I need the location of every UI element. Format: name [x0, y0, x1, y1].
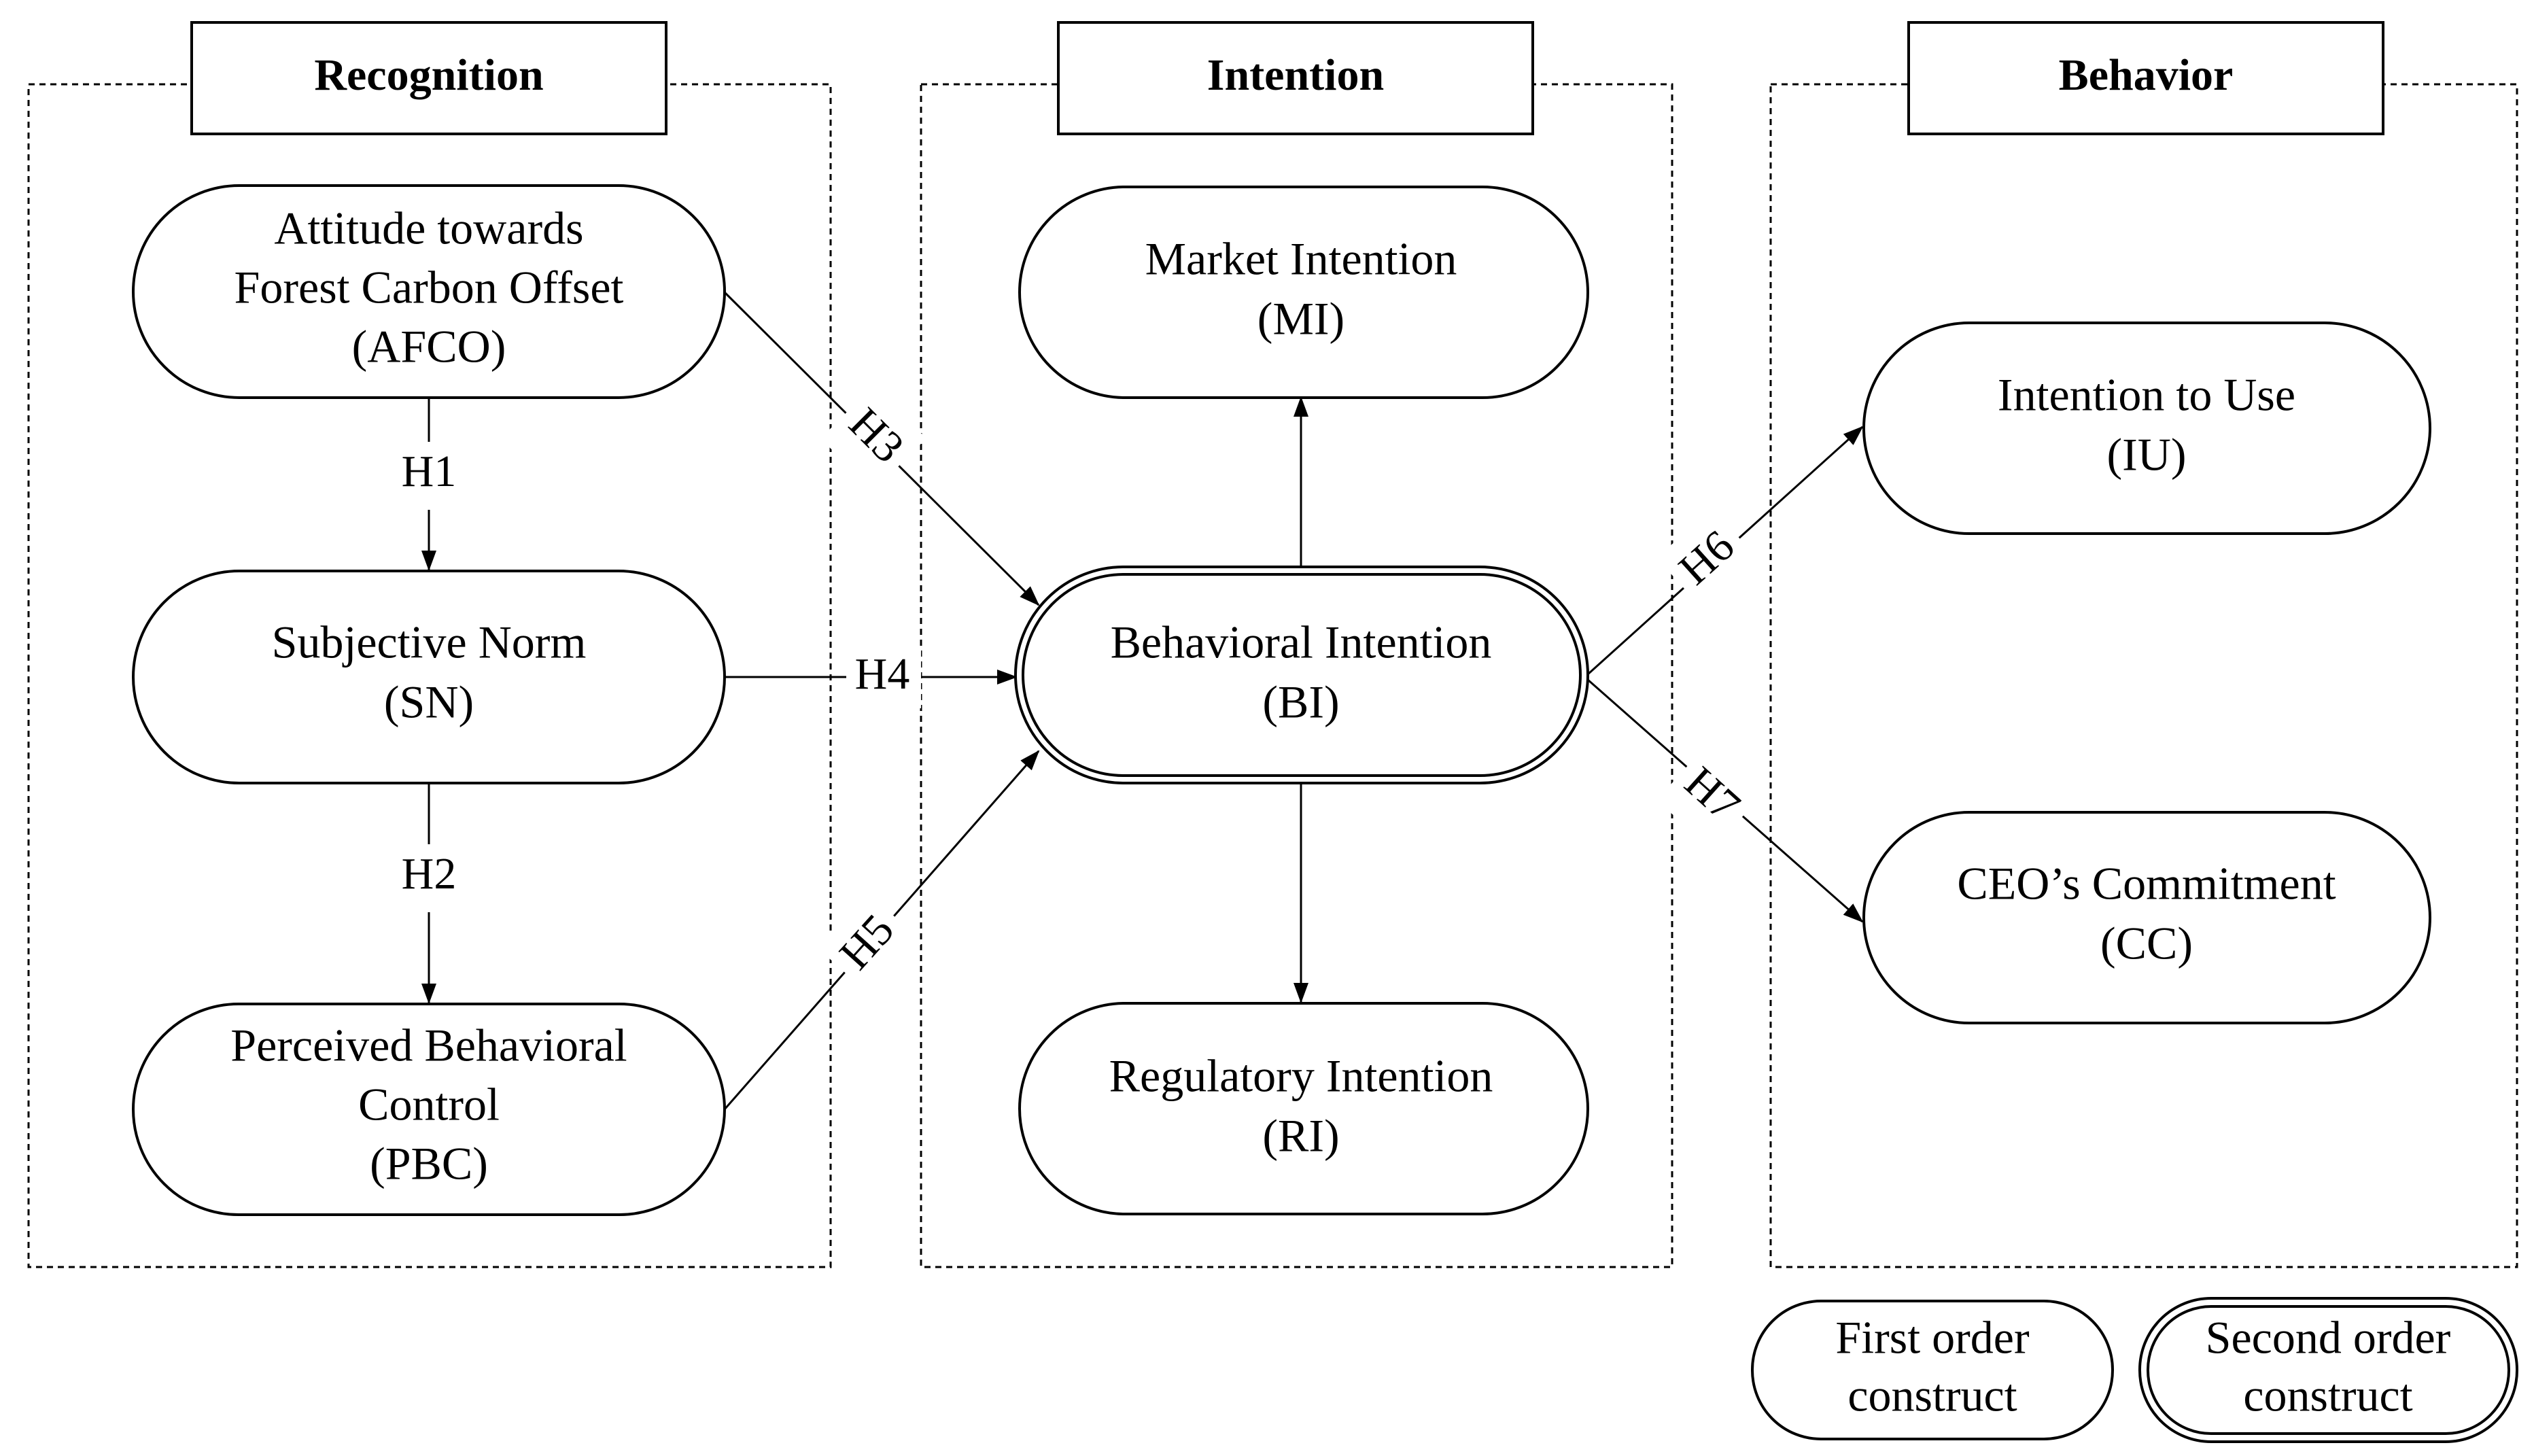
legend-second-order: Second order construct — [2138, 1297, 2518, 1443]
recognition-section-frame — [27, 83, 832, 1268]
intention-header-label: Intention — [1207, 50, 1384, 100]
node-afco: Attitude towards Forest Carbon Offset (A… — [132, 184, 726, 399]
node-cc: CEO’s Commitment (CC) — [1862, 811, 2431, 1024]
intention-header: Intention — [1057, 21, 1534, 135]
node-iu: Intention to Use (IU) — [1862, 322, 2431, 535]
node-sn-line2: (SN) — [384, 676, 474, 728]
behavior-section-frame — [1769, 83, 2518, 1268]
node-afco-line1: Attitude towards — [274, 203, 583, 254]
node-pbc-line1: Perceived Behavioral — [230, 1020, 627, 1071]
node-pbc-line3: (PBC) — [370, 1138, 488, 1190]
node-bi-line1: Behavioral Intention — [1111, 617, 1492, 668]
node-pbc-line2: Control — [358, 1079, 500, 1130]
node-ri-line2: (RI) — [1262, 1110, 1339, 1162]
node-sn: Subjective Norm (SN) — [132, 570, 726, 784]
behavior-header-label: Behavior — [2059, 50, 2234, 100]
node-bi: Behavioral Intention (BI) — [1014, 566, 1589, 784]
node-afco-line2: Forest Carbon Offset — [235, 262, 624, 313]
recognition-header: Recognition — [190, 21, 667, 135]
hypothesis-label-h4: H4 — [855, 649, 910, 699]
node-mi-line2: (MI) — [1257, 293, 1344, 345]
node-mi-line1: Market Intention — [1145, 233, 1457, 285]
node-iu-line1: Intention to Use — [1998, 369, 2295, 421]
recognition-header-label: Recognition — [314, 50, 543, 100]
hypothesis-label-h2: H2 — [402, 849, 457, 899]
node-ri: Regulatory Intention (RI) — [1018, 1002, 1589, 1215]
legend-second-order-line1: Second order — [2206, 1312, 2451, 1364]
legend-first-order-line2: construct — [1847, 1370, 2017, 1421]
node-bi-line2: (BI) — [1262, 676, 1339, 728]
node-cc-line2: (CC) — [2100, 918, 2193, 969]
node-sn-line1: Subjective Norm — [272, 617, 587, 668]
node-cc-line1: CEO’s Commitment — [1957, 858, 2336, 909]
node-afco-line3: (AFCO) — [352, 321, 506, 372]
legend-second-order-line2: construct — [2243, 1370, 2412, 1421]
legend-first-order: First order construct — [1751, 1300, 2114, 1440]
node-ri-line1: Regulatory Intention — [1109, 1050, 1493, 1102]
hypothesis-label-h1: H1 — [402, 447, 457, 496]
behavior-header: Behavior — [1907, 21, 2384, 135]
node-mi: Market Intention (MI) — [1018, 186, 1589, 399]
node-pbc: Perceived Behavioral Control (PBC) — [132, 1003, 726, 1216]
node-iu-line2: (IU) — [2106, 429, 2186, 481]
legend-first-order-line1: First order — [1835, 1312, 2030, 1364]
